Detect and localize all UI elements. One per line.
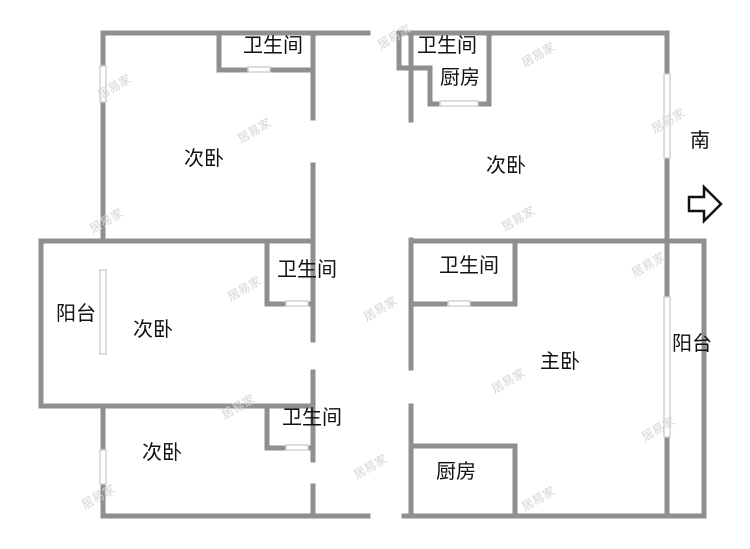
room-label-bath-top-right: 卫生间 bbox=[417, 33, 477, 57]
compass-label: 南 bbox=[690, 128, 710, 152]
window-bath-top-left bbox=[247, 66, 271, 73]
window-right-lower bbox=[663, 296, 671, 438]
bath-mid-right-walls bbox=[410, 238, 518, 307]
window-left-mid bbox=[99, 269, 107, 355]
room-label-master-bedroom: 主卧 bbox=[540, 349, 580, 373]
left-balcony-wall bbox=[38, 238, 106, 409]
room-label-bedroom-top-left: 次卧 bbox=[184, 146, 224, 170]
room-label-kitchen-top: 厨房 bbox=[440, 65, 480, 89]
room-label-bath-mid-right: 卫生间 bbox=[439, 253, 499, 277]
arrow-right-icon bbox=[687, 183, 723, 225]
kitchen-bottom-walls bbox=[410, 443, 518, 519]
room-label-bedroom-lower-left: 次卧 bbox=[142, 440, 182, 464]
window-kitchen-top bbox=[439, 100, 479, 107]
room-label-bath-mid-left: 卫生间 bbox=[277, 257, 337, 281]
room-label-kitchen-bottom: 厨房 bbox=[436, 459, 476, 483]
window-bath-mid-left bbox=[285, 300, 309, 307]
window-left-upper bbox=[99, 65, 107, 103]
room-label-bath-top-left: 卫生间 bbox=[243, 33, 303, 57]
window-right-upper bbox=[663, 73, 671, 159]
right-balcony-wall bbox=[664, 238, 707, 519]
room-label-balcony-left: 阳台 bbox=[56, 301, 96, 325]
room-label-bedroom-top-right: 次卧 bbox=[486, 153, 526, 177]
bath-top-left-walls bbox=[216, 30, 316, 73]
room-label-bedroom-mid-left: 次卧 bbox=[133, 317, 173, 341]
window-bath-mid-right bbox=[447, 300, 471, 307]
room-label-bath-lower-left: 卫生间 bbox=[282, 405, 342, 429]
bath-top-right-walls bbox=[396, 30, 431, 71]
window-left-lower bbox=[99, 449, 107, 485]
room-label-balcony-right: 阳台 bbox=[672, 331, 712, 355]
window-bath-lower-left bbox=[285, 444, 309, 451]
